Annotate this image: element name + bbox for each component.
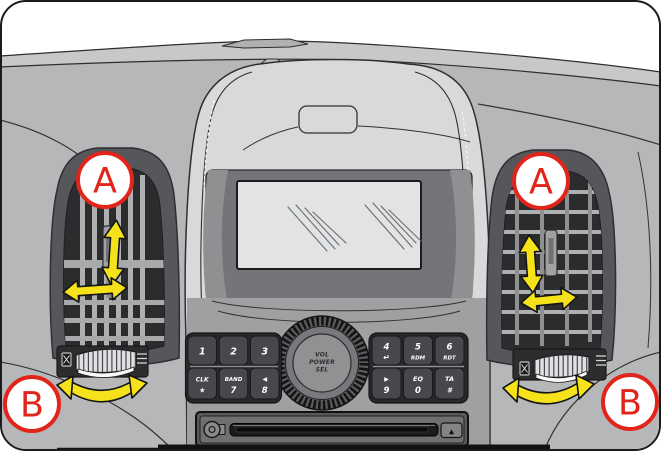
radio-left-button-cluster: 1 2 3 CLK ★ BAND 7 ◀ 8: [184, 331, 282, 404]
callout-b-right-label: B: [617, 383, 641, 423]
forward-icon: ▶: [384, 376, 389, 383]
wiper-hump: [221, 37, 308, 49]
right-thumbwheel-assembly: [511, 347, 607, 383]
left-thumbwheel-underside: [77, 365, 134, 378]
grille-icon: [136, 352, 147, 364]
left-thumbwheel-assembly: [55, 344, 149, 378]
airflow-shutoff-icon: [61, 352, 71, 366]
volume-knob: VOL POWER SEL: [273, 314, 370, 411]
button-6: 6: [446, 342, 452, 352]
grille-icon: [595, 354, 606, 366]
button-9: 9: [383, 386, 389, 396]
under-dash-shadow: [157, 444, 550, 449]
button-5: 5: [415, 342, 421, 352]
left-vent-horizontal-arrow-icon: [61, 276, 128, 303]
button-7: 7: [230, 386, 236, 396]
left-thumbwheel-rotate-arrow-icon: [55, 373, 148, 402]
button-ta-sub: #: [447, 386, 453, 394]
cd-slot-panel: ▲: [194, 410, 469, 447]
left-vent-louvers-vertical: [79, 168, 145, 351]
right-thumbwheel-rotate-arrow-icon: [501, 373, 595, 405]
bezel-pillar-right: [449, 169, 475, 300]
radio-right-button-cluster: 4 ↵ 5 RDM 6 RDT ▶ 9 EQ 0 TA #: [367, 331, 469, 404]
button-1: 1: [198, 346, 205, 357]
button-ta: TA: [445, 375, 454, 383]
callout-a-left-label: A: [93, 161, 117, 201]
right-vent-horizontal-arrow-icon: [519, 286, 578, 313]
knob-label-sel: SEL: [315, 366, 328, 373]
knob-label-vol: VOL: [314, 351, 328, 358]
button-4: 4: [382, 342, 389, 352]
star-icon: ★: [199, 386, 205, 394]
hood-creases: [242, 125, 470, 150]
headphone-jack: [202, 420, 221, 438]
eject-icon: ▲: [449, 427, 454, 435]
knob-label-power: POWER: [309, 359, 335, 366]
button-band: BAND: [224, 377, 242, 383]
screen-reflections: [286, 201, 422, 252]
button-0: 0: [415, 386, 421, 396]
button-2: 2: [230, 346, 237, 357]
callout-a-left: A: [75, 150, 134, 209]
button-8: 8: [261, 386, 267, 396]
right-thumbwheel-underside: [535, 369, 587, 383]
adjustment-arrows: [55, 218, 595, 405]
callout-b-left-label: B: [19, 385, 43, 425]
callout-a-right-label: A: [529, 162, 553, 202]
button-eq: EQ: [413, 375, 423, 383]
enter-icon: ↵: [383, 353, 390, 362]
callout-a-right: A: [511, 151, 570, 210]
button-clk: CLK: [195, 376, 209, 383]
button-3: 3: [261, 346, 268, 357]
eject-button: [439, 421, 463, 438]
callout-b-right: B: [600, 372, 659, 431]
bezel-pillar-left: [202, 169, 228, 300]
button-rdt: RDT: [443, 355, 457, 361]
airflow-shutoff-icon: [519, 361, 529, 375]
clock-housing: [297, 104, 358, 134]
right-air-vent: [485, 148, 616, 367]
left-vent-louvers-horizontal: [63, 259, 164, 341]
display-screen: [235, 179, 422, 270]
button-rdm: RDM: [410, 355, 425, 361]
reverse-icon: ◀: [262, 376, 267, 383]
callout-b-left: B: [2, 374, 61, 433]
